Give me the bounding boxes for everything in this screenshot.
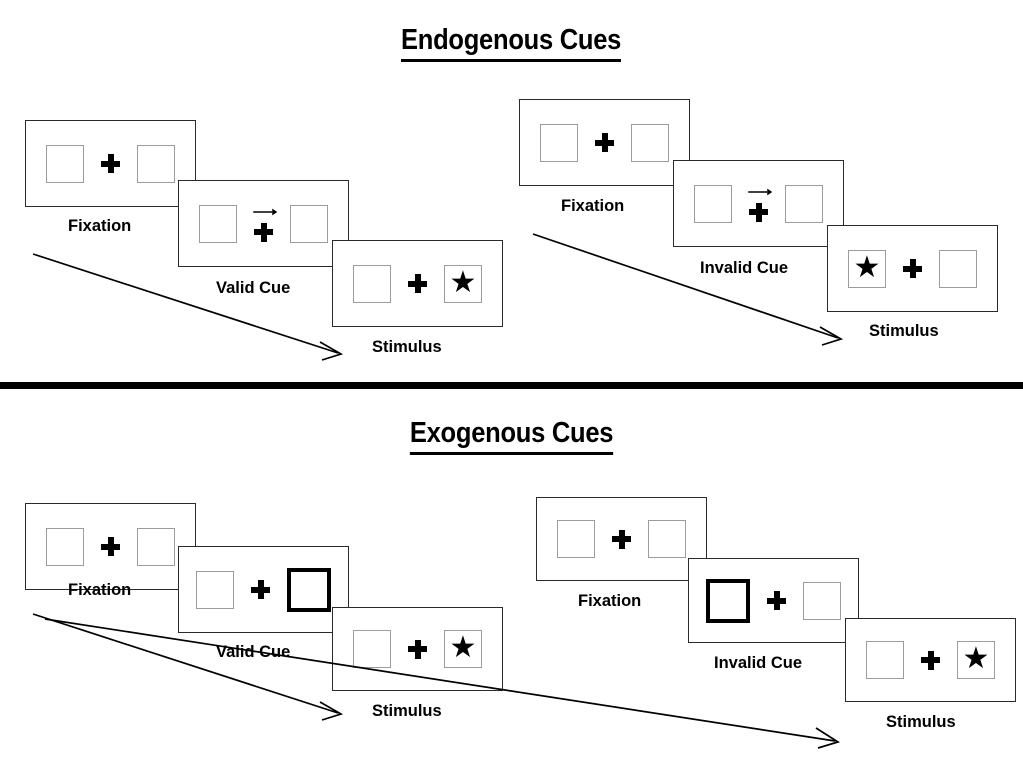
- stimulus-row: [706, 578, 841, 623]
- left-target-box: ★: [848, 249, 886, 288]
- panel-exogenous-invalid-stimulus: ★: [845, 618, 1016, 702]
- star-target-icon: ★: [853, 250, 881, 284]
- left-placeholder-box: [199, 204, 237, 243]
- panel-content: ★: [333, 241, 502, 326]
- panel-exogenous-invalid-cue: [688, 558, 859, 643]
- panel-content: ★: [828, 226, 997, 311]
- left-placeholder-box: [540, 123, 578, 162]
- panel-content: [537, 498, 706, 580]
- fixation-cross-icon: [254, 222, 273, 242]
- star-target-icon: ★: [449, 265, 477, 299]
- fixation-cross-icon: [408, 274, 427, 293]
- fixation-cross-icon: [749, 202, 768, 222]
- panel-endogenous-invalid-fixation: [519, 99, 690, 186]
- left-placeholder-box: [557, 520, 595, 558]
- stimulus-row: [199, 204, 328, 243]
- right-cued-box: [287, 567, 331, 612]
- panel-content: ★: [333, 608, 502, 690]
- right-placeholder-box: [631, 123, 669, 162]
- stimulus-row: [46, 144, 175, 183]
- stage-label-endogenous-invalid-stimulus: Stimulus: [869, 322, 939, 340]
- panel-content: ★: [846, 619, 1015, 701]
- right-target-box: ★: [444, 264, 482, 303]
- fixation-cross-icon: [903, 259, 922, 278]
- stimulus-row: ★: [353, 264, 482, 303]
- panel-exogenous-valid-cue: [178, 546, 349, 633]
- stage-label-endogenous-invalid-cue: Invalid Cue: [700, 259, 789, 277]
- stage-label-exogenous-invalid-stimulus: Stimulus: [886, 713, 956, 731]
- stage-label-endogenous-valid-cue: Valid Cue: [216, 279, 291, 297]
- left-placeholder-box: [866, 641, 904, 679]
- panel-content: [520, 100, 689, 185]
- panel-content: [179, 181, 348, 266]
- panel-endogenous-valid-fixation: [25, 120, 196, 207]
- right-placeholder-box: [137, 144, 175, 183]
- panel-exogenous-valid-fixation: [25, 503, 196, 590]
- stage-label-endogenous-valid-stimulus: Stimulus: [372, 338, 442, 356]
- stimulus-row: ★: [848, 249, 977, 288]
- right-placeholder-box: [137, 527, 175, 566]
- section-title-endogenous-text: Endogenous Cues: [401, 24, 622, 62]
- stage-label-endogenous-valid-fixation: Fixation: [68, 217, 132, 235]
- section-title-exogenous-text: Exogenous Cues: [409, 417, 613, 455]
- panel-content: [179, 547, 348, 632]
- fixation-with-cue: [746, 185, 772, 223]
- stimulus-row: [196, 567, 331, 612]
- left-placeholder-box: [353, 264, 391, 303]
- section-title-exogenous: Exogenous Cues: [0, 417, 1023, 455]
- fixation-cross-icon: [767, 591, 786, 610]
- panel-content: [26, 504, 195, 589]
- stage-label-endogenous-invalid-fixation: Fixation: [561, 197, 625, 215]
- stimulus-row: ★: [866, 641, 995, 679]
- stage-label-exogenous-invalid-fixation: Fixation: [578, 592, 642, 610]
- fixation-cross-icon: [101, 537, 120, 556]
- section-divider: [0, 382, 1023, 389]
- panel-content: [674, 161, 843, 246]
- stage-label-exogenous-valid-fixation: Fixation: [68, 581, 132, 599]
- star-target-icon: ★: [962, 642, 990, 675]
- right-target-box: ★: [444, 630, 482, 668]
- panel-exogenous-invalid-fixation: [536, 497, 707, 581]
- left-cued-box: [706, 578, 750, 623]
- left-placeholder-box: [46, 527, 84, 566]
- stimulus-row: [540, 123, 669, 162]
- fixation-cross-icon: [251, 580, 270, 599]
- panel-exogenous-valid-stimulus: ★: [332, 607, 503, 691]
- right-placeholder-box: [785, 184, 823, 223]
- panel-endogenous-invalid-cue: [673, 160, 844, 247]
- stage-label-exogenous-valid-cue: Valid Cue: [216, 643, 291, 661]
- star-target-icon: ★: [449, 631, 477, 664]
- left-placeholder-box: [196, 570, 234, 609]
- panel-endogenous-valid-stimulus: ★: [332, 240, 503, 327]
- right-arrow-cue-icon: [252, 208, 277, 215]
- fixation-cross-icon: [408, 639, 427, 659]
- panel-endogenous-invalid-stimulus: ★: [827, 225, 998, 312]
- left-placeholder-box: [46, 144, 84, 183]
- fixation-cross-icon: [612, 529, 631, 549]
- fixation-cross-icon: [595, 133, 614, 152]
- stage-label-exogenous-valid-stimulus: Stimulus: [372, 702, 442, 720]
- right-placeholder-box: [290, 204, 328, 243]
- fixation-cross-icon: [101, 154, 120, 173]
- fixation-with-cue: [251, 205, 277, 243]
- right-arrow-cue-icon: [747, 188, 772, 195]
- left-placeholder-box: [353, 630, 391, 668]
- right-placeholder-box: [803, 581, 841, 620]
- fixation-cross-icon: [921, 650, 940, 670]
- stimulus-row: [46, 527, 175, 566]
- right-placeholder-box: [939, 249, 977, 288]
- panel-content: [689, 559, 858, 642]
- stage-label-exogenous-invalid-cue: Invalid Cue: [714, 654, 803, 672]
- panel-endogenous-valid-cue: [178, 180, 349, 267]
- right-target-box: ★: [957, 641, 995, 679]
- panel-content: [26, 121, 195, 206]
- stimulus-row: ★: [353, 630, 482, 668]
- section-title-endogenous: Endogenous Cues: [0, 24, 1023, 62]
- stimulus-row: [694, 184, 823, 223]
- stimulus-row: [557, 520, 686, 558]
- right-placeholder-box: [648, 520, 686, 558]
- left-placeholder-box: [694, 184, 732, 223]
